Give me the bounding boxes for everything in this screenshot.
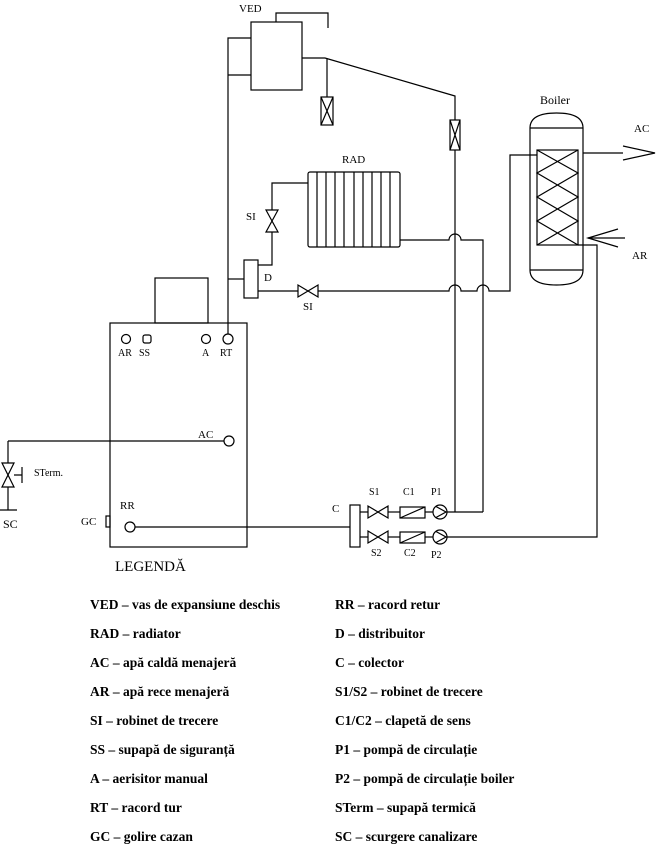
- collector-label: C: [332, 503, 339, 515]
- coil-supply-pipe: [318, 154, 537, 292]
- overflow-valve-body: [320, 96, 334, 126]
- a-connection: [200, 333, 212, 345]
- distributor-radiator-pipe: [258, 232, 273, 266]
- ved-vent-pipe: [275, 12, 329, 28]
- c2-label: C2: [404, 548, 416, 559]
- heating-boiler-flue: [154, 277, 209, 324]
- cold-water-inlet-arrow: [585, 228, 619, 248]
- collector: [349, 504, 361, 548]
- hot-water-outlet-arrow: [622, 145, 656, 161]
- distributor: [243, 259, 259, 299]
- legend-item: RR – racord retur: [335, 597, 441, 612]
- sterm-sensor: [14, 467, 23, 483]
- boiler-ar-label: AR: [632, 250, 648, 262]
- legend-item: RT – racord tur: [90, 800, 182, 815]
- p2-label: P2: [431, 550, 442, 561]
- legend-item: SS – supapă de siguranță: [90, 742, 235, 757]
- boiler-end-caps: [530, 127, 583, 271]
- sc-label: SC: [3, 517, 18, 531]
- s1-label: S1: [369, 487, 380, 498]
- rt-connection: [222, 333, 234, 345]
- rad-label: RAD: [342, 154, 365, 166]
- legend-item: D – distribuitor: [335, 626, 426, 641]
- legend-title: LEGENDĂ: [115, 559, 186, 575]
- p2-impeller: [435, 530, 448, 544]
- s1-valve: [367, 504, 389, 520]
- c1-flap: [399, 506, 426, 519]
- legend-item: SI – robinet de trecere: [90, 713, 219, 728]
- safety-return-pipe: [302, 57, 456, 120]
- legend-item: SC – scurgere canalizare: [335, 829, 478, 844]
- legend-item: RAD – radiator: [90, 626, 181, 641]
- radiator-sections: [316, 172, 391, 247]
- rr-connection: [124, 521, 136, 533]
- p1-impeller: [435, 505, 448, 519]
- legend-item: C1/C2 – clapetă de sens: [335, 713, 471, 728]
- p2-pump: [432, 529, 448, 545]
- distributor-label: D: [264, 272, 272, 284]
- boiler-coil: [535, 149, 580, 246]
- legend-item: VED – vas de expansiune deschis: [90, 597, 281, 612]
- legend-item: GC – golire cazan: [90, 829, 193, 844]
- legend-left-column: VED – vas de expansiune deschis RAD – ra…: [90, 590, 280, 851]
- si-radiator-label: SI: [246, 211, 256, 223]
- heating-system-schematic: VED RAD Boiler AC AR SI D SI AR SS A RT …: [0, 3, 656, 561]
- legend-item: AR – apă rece menajeră: [90, 684, 230, 699]
- safety-return-valve: [449, 119, 461, 151]
- overflow-valve: [320, 96, 334, 126]
- ved-vessel: [250, 12, 329, 91]
- radiator: [307, 171, 401, 248]
- sterm-label: STerm.: [34, 468, 63, 479]
- legend-item: C – colector: [335, 655, 404, 670]
- sterm-valve: [1, 462, 15, 488]
- coil-return-pipe: [447, 244, 598, 538]
- rr-label: RR: [120, 500, 135, 512]
- legend-item: S1/S2 – robinet de trecere: [335, 684, 483, 699]
- ac-connection: [223, 435, 235, 447]
- heating-boiler: [105, 277, 248, 548]
- si-horizontal-valve: [297, 283, 319, 299]
- panel-rt-label: RT: [220, 348, 232, 359]
- si-coil-label: SI: [303, 301, 313, 313]
- gc-drain: [105, 515, 111, 528]
- c1-label: C1: [403, 487, 415, 498]
- radiator-supply-pipe: [271, 182, 308, 210]
- s2-valve: [367, 529, 389, 545]
- c1-check-valve: [399, 506, 426, 519]
- s2-label: S2: [371, 548, 382, 559]
- legend-item: P2 – pompă de circulație boiler: [335, 771, 515, 786]
- safety-return-valve-cross: [449, 119, 461, 151]
- boiler-ac-label: AC: [634, 123, 649, 135]
- si-vertical-valve: [264, 209, 280, 233]
- c2-flap: [399, 531, 426, 544]
- boiler-tank: [529, 112, 584, 286]
- diagram-labels: VED RAD Boiler AC AR SI D SI AR SS A RT …: [3, 3, 649, 561]
- overflow-valve-cross: [320, 96, 334, 126]
- p1-label: P1: [431, 487, 442, 498]
- legend-item: AC – apă caldă menajeră: [90, 655, 237, 670]
- legend-item: A – aerisitor manual: [90, 771, 208, 786]
- panel-ar-label: AR: [118, 348, 132, 359]
- legend-right-column: RR – racord retur D – distribuitor C – c…: [335, 590, 514, 851]
- gc-label: GC: [81, 516, 96, 528]
- legend-item: STerm – supapă termică: [335, 800, 476, 815]
- ved-label: VED: [239, 3, 262, 15]
- pipework: [0, 12, 656, 548]
- ved-tank: [250, 21, 303, 91]
- p1-pump: [432, 504, 448, 520]
- boiler-coil-frame: [536, 149, 579, 246]
- ss-connection: [142, 334, 152, 344]
- panel-a-label: A: [202, 348, 210, 359]
- ar-connection: [120, 333, 132, 345]
- radiator-return-pipe: [400, 233, 484, 512]
- c2-check-valve: [399, 531, 426, 544]
- panel-ac-label: AC: [198, 429, 213, 441]
- panel-ss-label: SS: [139, 348, 150, 359]
- legend-item: P1 – pompă de circulație: [335, 742, 478, 757]
- boiler-label: Boiler: [540, 93, 570, 107]
- safety-supply-pipe: [227, 37, 251, 334]
